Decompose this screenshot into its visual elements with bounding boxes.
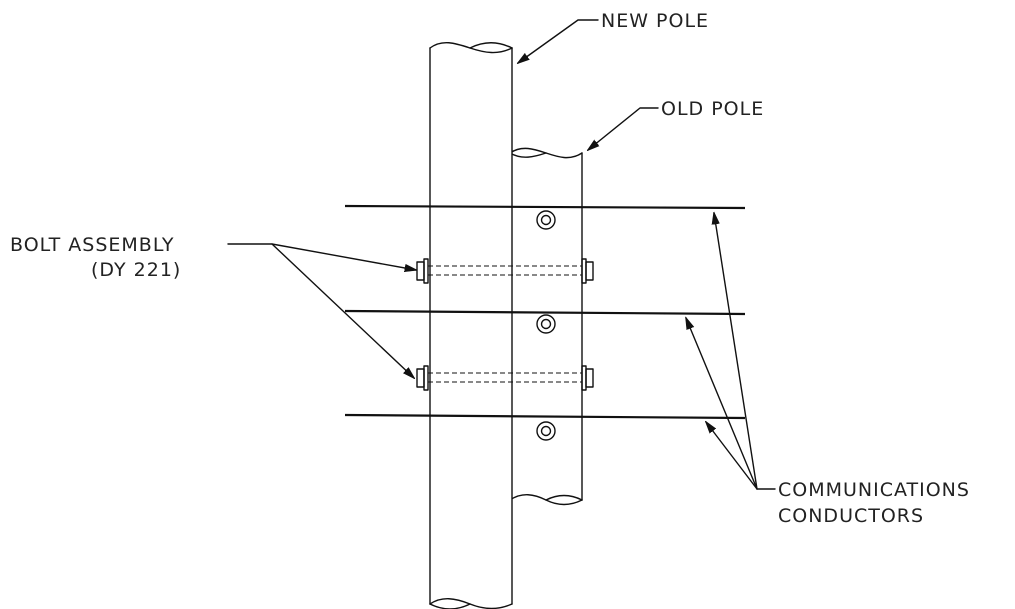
- label-old-pole: OLD POLE: [661, 98, 764, 120]
- new-pole: [429, 42, 513, 609]
- conductor-clamp: [536, 210, 556, 230]
- conductor-clamp: [536, 314, 556, 334]
- leader-old-pole: [588, 107, 659, 150]
- conductor-clamp: [536, 421, 556, 441]
- conductor-bottom: [344, 413, 746, 420]
- label-communications: COMMUNICATIONS: [778, 479, 970, 501]
- conductor-top: [344, 204, 746, 210]
- communications-conductors: [344, 204, 746, 420]
- leader-communications: [686, 213, 776, 490]
- label-bolt-assembly: BOLT ASSEMBLY: [10, 234, 175, 256]
- bolt-assembly-lower: [416, 365, 594, 391]
- leader-bolt-assembly: [227, 243, 416, 378]
- label-bolt-assembly-part: (DY 221): [91, 259, 181, 281]
- bolt-assembly-upper: [416, 258, 594, 284]
- old-pole: [509, 147, 583, 506]
- conductor-middle: [344, 309, 746, 316]
- label-new-pole: NEW POLE: [601, 10, 709, 32]
- label-conductors: CONDUCTORS: [778, 505, 924, 527]
- leader-new-pole: [518, 19, 599, 63]
